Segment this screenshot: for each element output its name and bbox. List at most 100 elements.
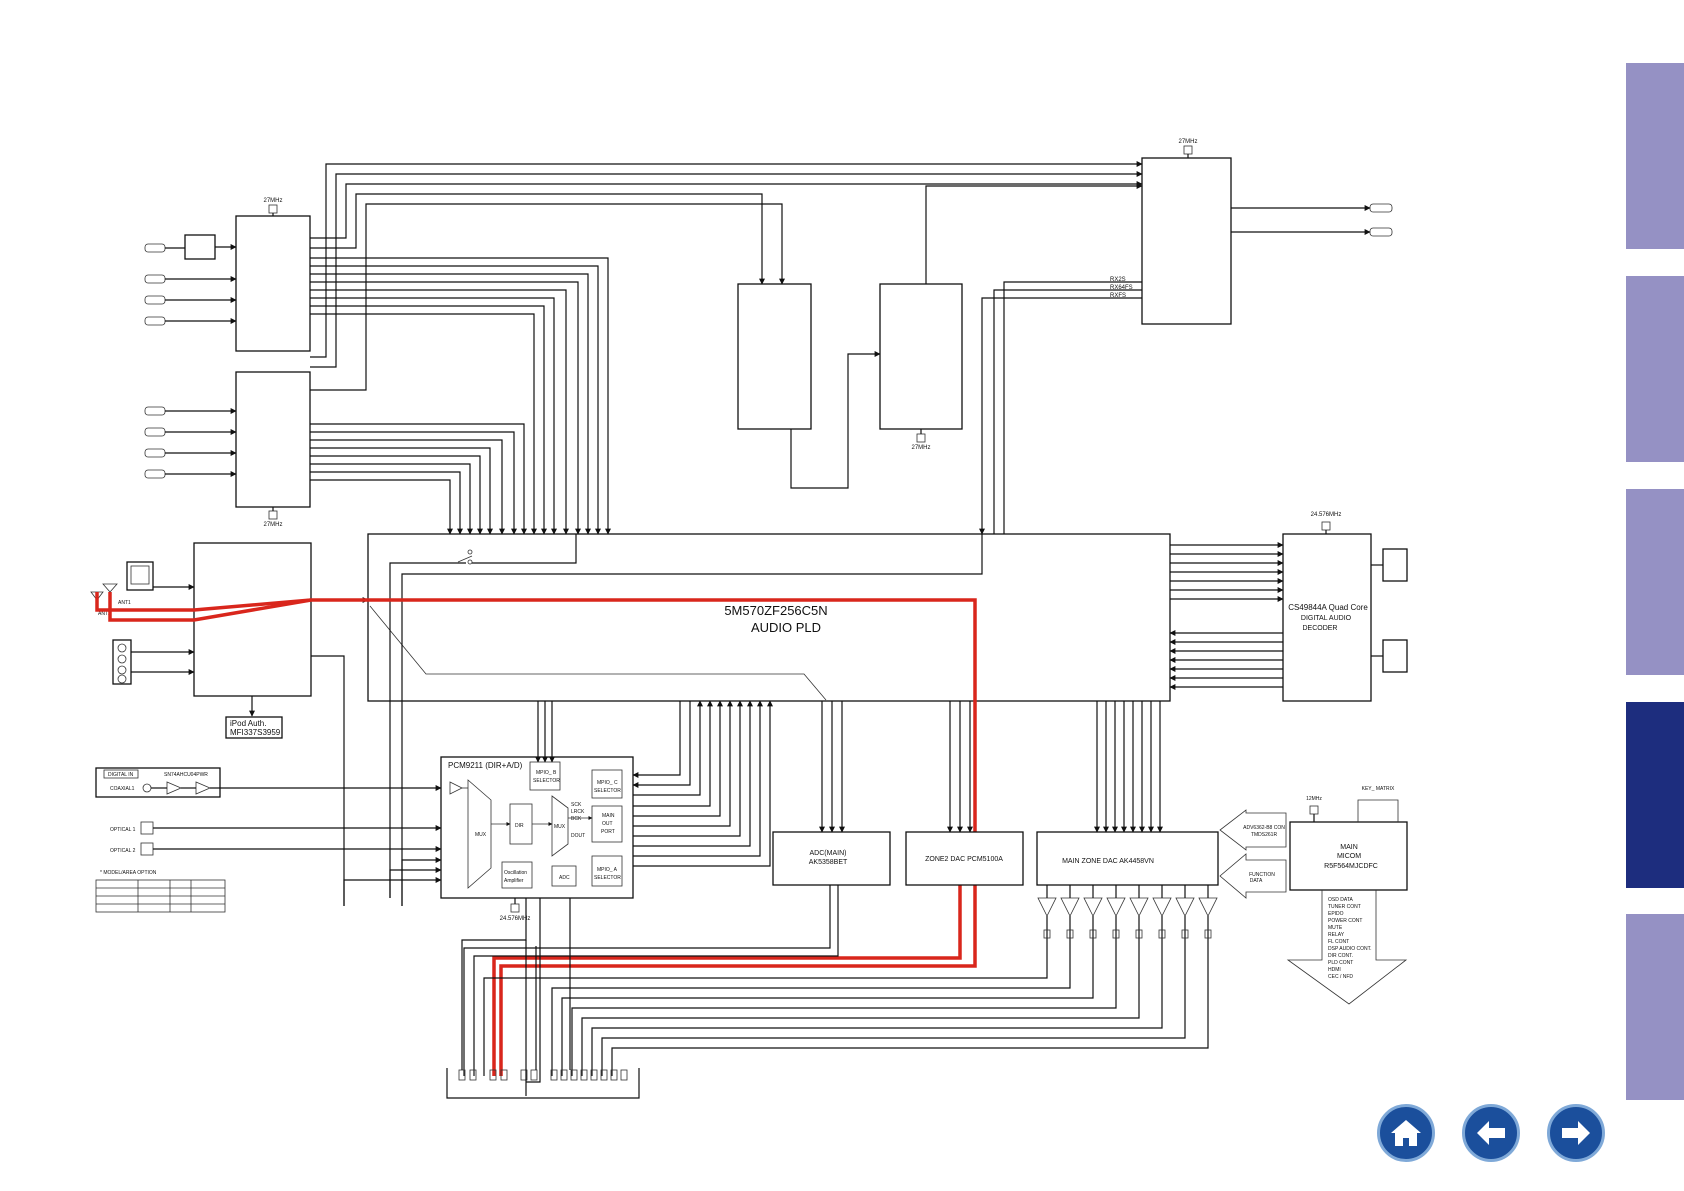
micom-output-item: RELAY bbox=[1328, 932, 1345, 938]
micom-label-1: MAIN bbox=[1340, 844, 1358, 851]
hdmi-receiver-2: 27MHz bbox=[144, 371, 311, 528]
lrck-label: LRCK bbox=[571, 809, 585, 815]
adc-main-label-1: ADC(MAIN) bbox=[810, 850, 847, 857]
function-label-1: FUNCTION bbox=[1249, 872, 1275, 878]
optical-inputs: OPTICAL 1 OPTICAL 2 bbox=[110, 821, 442, 856]
micom-output-item: TUNER CONT bbox=[1328, 904, 1361, 910]
pcm9211-block: PCM9211 (DIR+A/D) MUX DIR MUX MPIO_ B SE… bbox=[440, 756, 634, 922]
arrow-right-icon bbox=[1562, 1121, 1590, 1145]
pcm9211-label: PCM9211 (DIR+A/D) bbox=[448, 761, 523, 770]
micom-label-3: R5F564MJCDFC bbox=[1324, 863, 1378, 870]
main-out-label-3: PORT bbox=[601, 829, 615, 835]
adc-main: ADC(MAIN) AK5358BET bbox=[463, 701, 891, 1076]
main-out-label-1: MAIN bbox=[602, 813, 615, 819]
mpio-c-label-2: SELECTOR bbox=[594, 788, 621, 794]
micom-label-2: MICOM bbox=[1337, 853, 1361, 860]
arrow-left-icon bbox=[1477, 1121, 1505, 1145]
model-option-label: * MODEL/AREA OPTION bbox=[100, 870, 157, 876]
xtal-label-12mhz: 12MHz bbox=[1306, 796, 1322, 802]
micom-output-list: OSD DATA TUNER CONT EPIDO POWER CONT MUT… bbox=[1328, 897, 1372, 980]
adc-main-label-2: AK5358BET bbox=[809, 859, 848, 866]
sn74-label: SN74AHCU04PWR bbox=[164, 772, 208, 778]
bck-label: BCK bbox=[571, 816, 582, 822]
dsp-label-1: CS49844A Quad Core bbox=[1288, 603, 1368, 612]
audio-pld-chip-label: 5M570ZF256C5N bbox=[724, 603, 827, 618]
micom-output-item: HDMI bbox=[1328, 967, 1341, 973]
hdmi-transmitter: 27MHz RX2S RX64FS RXFS bbox=[979, 139, 1393, 535]
micom-output-item: OSD DATA bbox=[1328, 897, 1353, 903]
micom-output-item: MUTE bbox=[1328, 925, 1343, 931]
mux-label-1: MUX bbox=[475, 832, 487, 838]
side-tab-4-active[interactable] bbox=[1626, 702, 1684, 888]
digital-in-block: DIGITAL IN SN74AHCU04PWR COAXIAL1 bbox=[95, 767, 442, 798]
adv-con-label-1: ADV6362-B8 CON bbox=[1243, 825, 1285, 831]
xtal-label-24576-a: 24.576MHz bbox=[1311, 512, 1342, 518]
coaxial1-label: COAXIAL1 bbox=[110, 786, 135, 792]
mpio-c-label-1: MPIO_ C bbox=[597, 780, 618, 786]
audio-pld: 5M570ZF256C5N AUDIO PLD bbox=[367, 533, 1171, 906]
optical1-label: OPTICAL 1 bbox=[110, 827, 136, 833]
ipod-auth-chip: iPod Auth. MFI337S3959 bbox=[225, 716, 283, 739]
mpio-a-label-1: MPIO_ A bbox=[597, 867, 618, 873]
side-tab-5[interactable] bbox=[1626, 914, 1684, 1100]
dsp-label-2: DIGITAL AUDIO bbox=[1301, 615, 1352, 622]
home-button[interactable] bbox=[1377, 1104, 1435, 1162]
micom-output-item: DIR CONT. bbox=[1328, 953, 1353, 959]
ipod-auth-label-2: MFI337S3959 bbox=[230, 728, 281, 737]
ant1-label: ANT1 bbox=[118, 600, 131, 606]
hdmi-signal-rx2s: RX2S bbox=[1110, 277, 1126, 283]
osc-label-1: Oscillation bbox=[504, 870, 527, 876]
micom-output-item: EPIDO bbox=[1328, 911, 1344, 917]
optical2-label: OPTICAL 2 bbox=[110, 848, 136, 854]
dout-label: DOUT bbox=[571, 833, 585, 839]
osc-label-2: Amplifier bbox=[504, 878, 524, 884]
ant2-label: ANT2 bbox=[98, 611, 111, 617]
main-out-label-2: OUT bbox=[602, 821, 613, 827]
xtal-label-24576-b: 24.576MHz bbox=[500, 916, 531, 922]
audio-pld-name-label: AUDIO PLD bbox=[751, 620, 821, 635]
key-matrix-label: KEY_ MATRIX bbox=[1362, 786, 1395, 792]
bottom-connector bbox=[446, 898, 640, 1099]
bluetooth-module: ANT1 ANT2 bbox=[90, 542, 369, 906]
video-processor-block: 27MHz bbox=[737, 183, 1143, 489]
xtal-label-27mhz-c: 27MHz bbox=[911, 445, 930, 451]
xtal-label-27mhz-d: 27MHz bbox=[1178, 139, 1197, 145]
forward-button[interactable] bbox=[1547, 1104, 1605, 1162]
hdmi-signal-rxfs: RXFS bbox=[1110, 293, 1126, 299]
zone2-dac: ZONE2 DAC PCM5100A bbox=[905, 701, 1024, 886]
mpio-a-label-2: SELECTOR bbox=[594, 875, 621, 881]
micom-output-item: DSP AUDIO CONT. bbox=[1328, 946, 1372, 952]
highlighted-signal-path bbox=[95, 592, 977, 1076]
main-zone-dac: MAIN ZONE DAC AK4458VN bbox=[483, 701, 1219, 1076]
side-tab-2[interactable] bbox=[1626, 276, 1684, 462]
mux-label-2: MUX bbox=[554, 824, 566, 830]
dir-label: DIR bbox=[515, 823, 524, 829]
dsp-decoder: 24.576MHz CS49844A Quad Core DIGITAL AUD… bbox=[1169, 512, 1408, 702]
ipod-auth-label-1: iPod Auth. bbox=[230, 719, 266, 728]
zone2-dac-label: ZONE2 DAC PCM5100A bbox=[925, 856, 1003, 863]
sck-label: SCK bbox=[571, 802, 582, 808]
home-icon bbox=[1391, 1120, 1421, 1146]
function-label-2: DATA bbox=[1250, 878, 1263, 884]
dsp-label-3: DECODER bbox=[1302, 625, 1337, 632]
adv-con-label-2: TMDS261R bbox=[1251, 832, 1278, 838]
side-tab-1[interactable] bbox=[1626, 63, 1684, 249]
micom-output-item: FL CONT bbox=[1328, 939, 1349, 945]
mpio-b-label-2: SELECTOR bbox=[533, 778, 560, 784]
micom-output-item: POWER CONT bbox=[1328, 918, 1362, 924]
adc-small-label: ADC bbox=[559, 875, 570, 881]
xtal-label-27mhz-a: 27MHz bbox=[263, 198, 282, 204]
micom-output-item: CEC / NFD bbox=[1328, 974, 1353, 980]
side-tab-3[interactable] bbox=[1626, 489, 1684, 675]
mpio-b-label-1: MPIO_ B bbox=[536, 770, 557, 776]
micom-output-item: PLD CONT bbox=[1328, 960, 1353, 966]
model-option-table: * MODEL/AREA OPTION bbox=[95, 870, 226, 913]
back-button[interactable] bbox=[1462, 1104, 1520, 1162]
xtal-label-27mhz-b: 27MHz bbox=[263, 522, 282, 528]
digital-in-label: DIGITAL IN bbox=[108, 772, 134, 778]
main-micom: MAIN MICOM R5F564MJCDFC 12MHz KEY_ MATRI… bbox=[1219, 786, 1408, 1005]
hdmi-signal-rx64fs: RX64FS bbox=[1110, 285, 1133, 291]
main-zone-dac-label: MAIN ZONE DAC AK4458VN bbox=[1062, 858, 1154, 865]
hdmi-receiver-1: 27MHz bbox=[144, 198, 311, 352]
